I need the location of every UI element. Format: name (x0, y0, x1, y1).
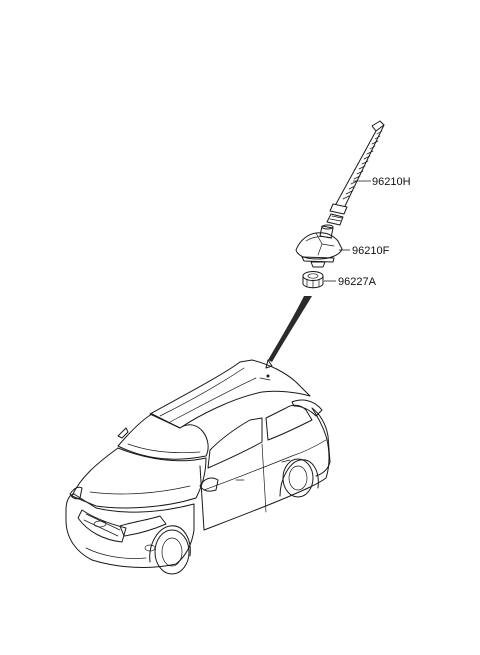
antenna-base (295, 224, 343, 268)
part-number-label: 96210H (372, 176, 411, 188)
part-number-label: 96210F (352, 245, 390, 257)
antenna-cable (259, 296, 312, 381)
vehicle-illustration (65, 359, 331, 575)
antenna-mast (326, 120, 385, 226)
part-number-label: 96227A (338, 276, 377, 288)
antenna-nut (302, 271, 324, 289)
